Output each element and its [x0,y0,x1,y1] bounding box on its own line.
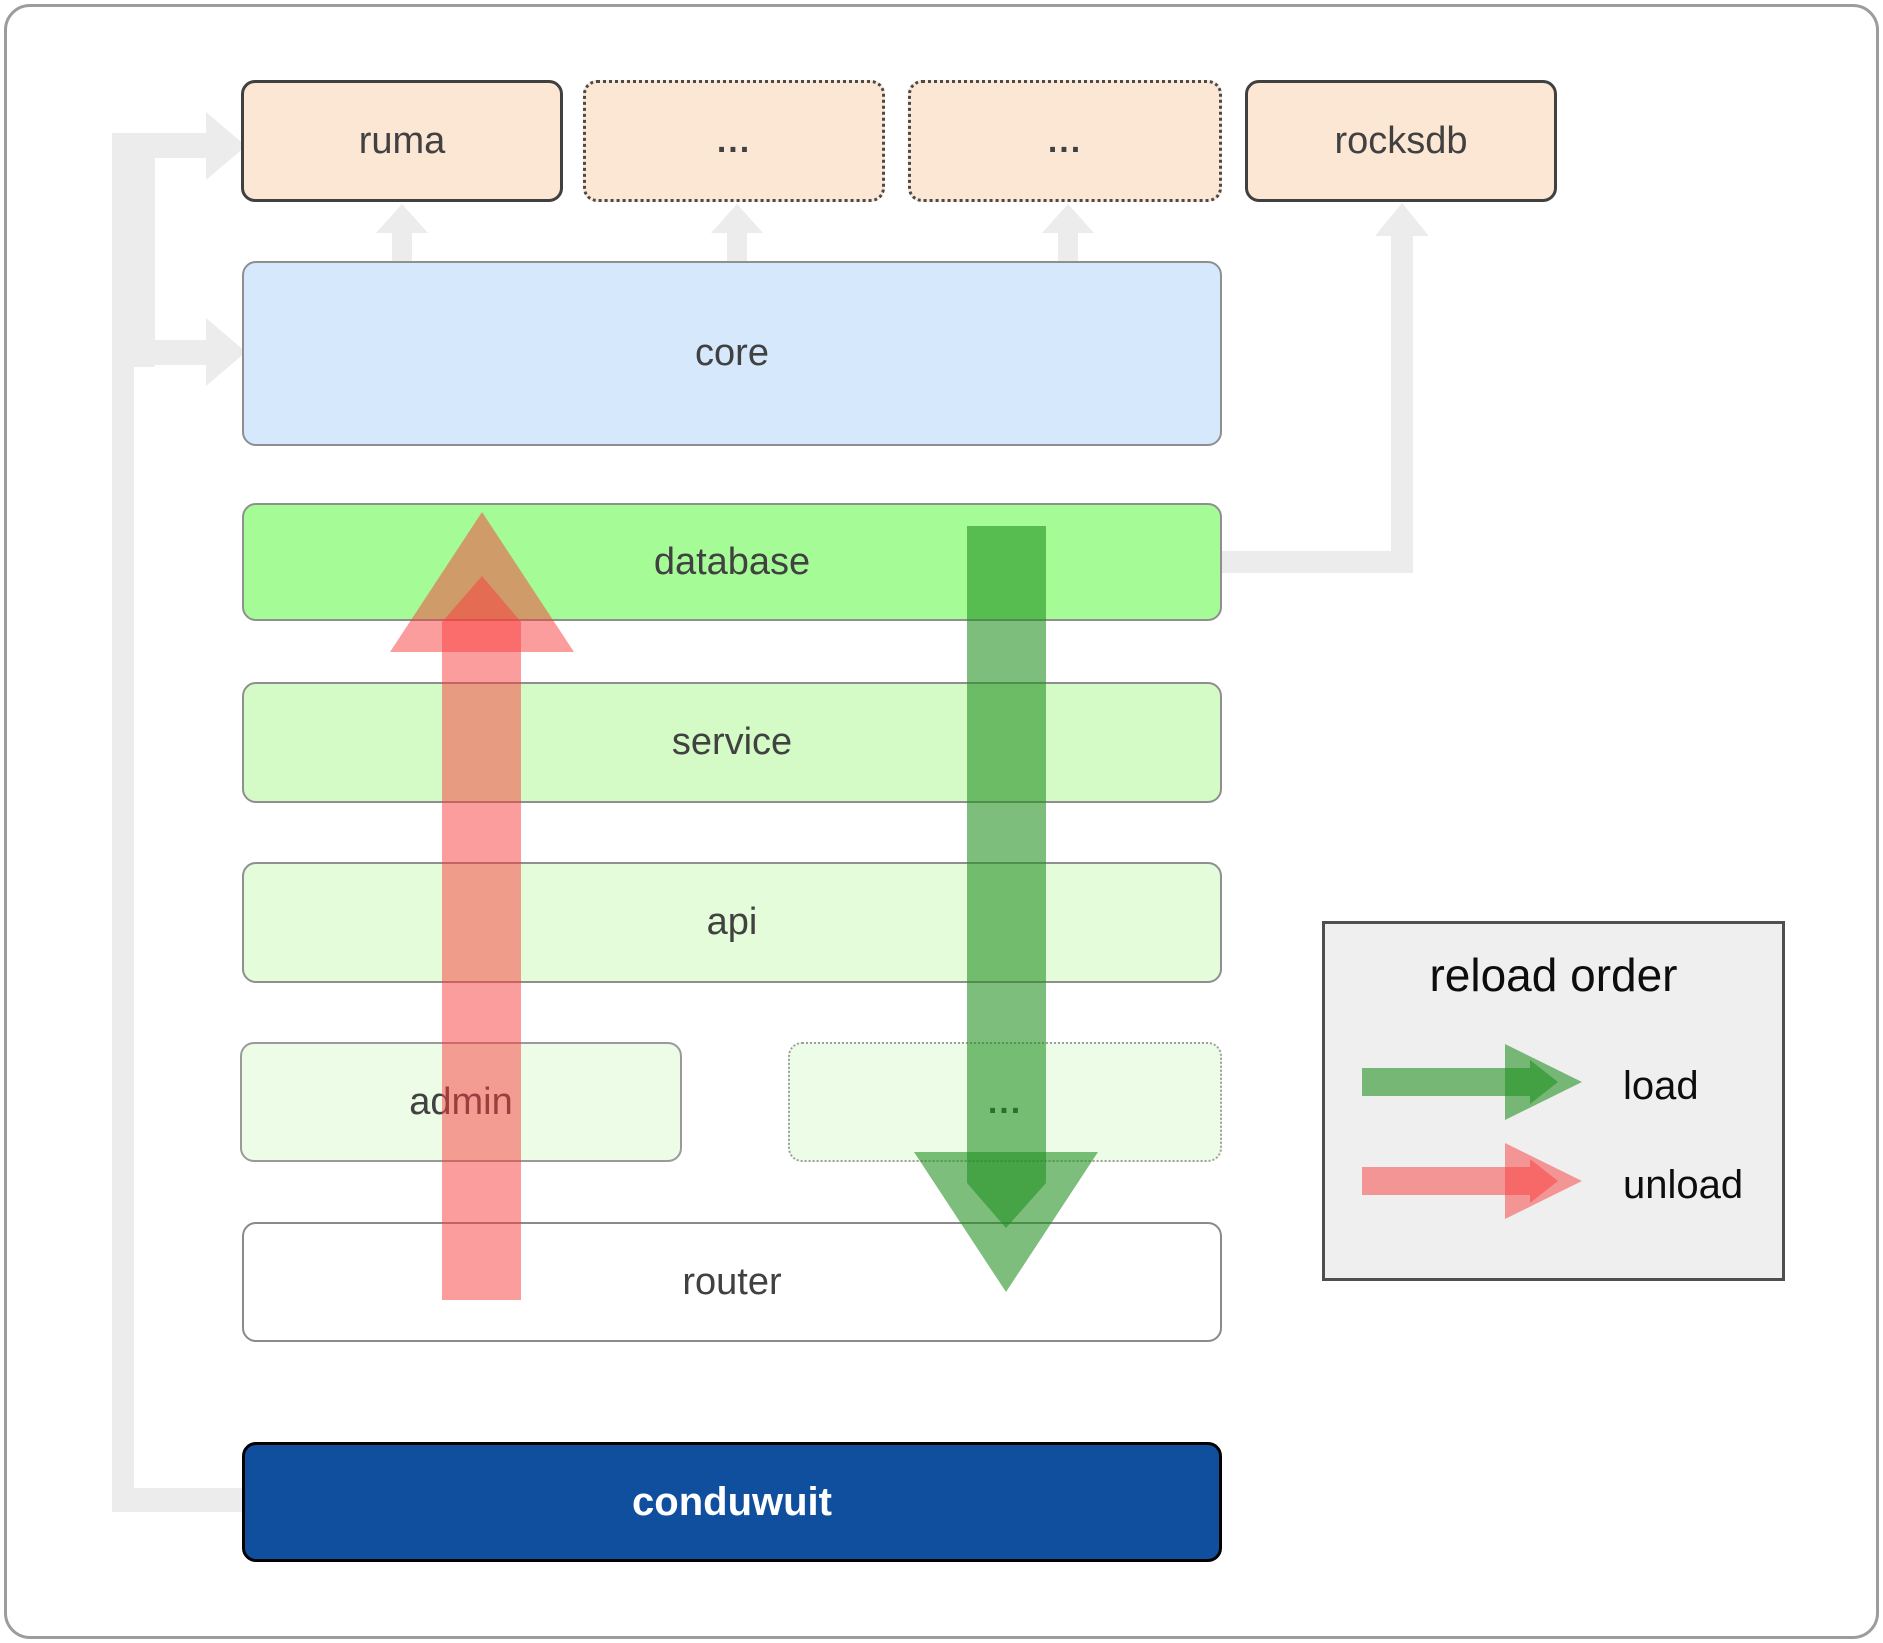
box-ellipsis-bottom: ... [788,1042,1222,1162]
box-ellipsis-top-2-label: ... [1047,121,1083,160]
box-service: service [242,682,1222,803]
box-ellipsis-top-2: ... [908,80,1222,202]
box-conduwuit: conduwuit [242,1442,1222,1562]
legend-unload-label: unload [1623,1163,1744,1207]
box-ruma: ruma [241,80,563,202]
box-rocksdb-label: rocksdb [1334,119,1468,162]
box-api: api [242,862,1222,983]
box-rocksdb: rocksdb [1245,80,1557,202]
box-admin-label: admin [409,1080,513,1123]
box-router: router [242,1222,1222,1342]
box-ruma-label: ruma [358,119,446,162]
box-service-label: service [671,721,793,763]
box-core-label: core [695,332,769,374]
box-router-label: router [682,1260,782,1303]
box-ellipsis-top-1: ... [583,80,885,202]
box-database-label: database [653,540,811,583]
box-admin: admin [240,1042,682,1162]
box-database: database [242,503,1222,621]
legend-reload-order: reload order load unload [1322,921,1785,1281]
legend-title: reload order [1429,949,1678,1001]
box-core: core [242,261,1222,446]
box-conduwuit-label: conduwuit [632,1479,832,1524]
box-api-label: api [706,901,758,943]
page-border [4,4,1879,1639]
box-ellipsis-bottom-label: ... [987,1082,1023,1121]
legend-load-label: load [1623,1064,1699,1108]
box-ellipsis-top-1-label: ... [716,121,752,160]
